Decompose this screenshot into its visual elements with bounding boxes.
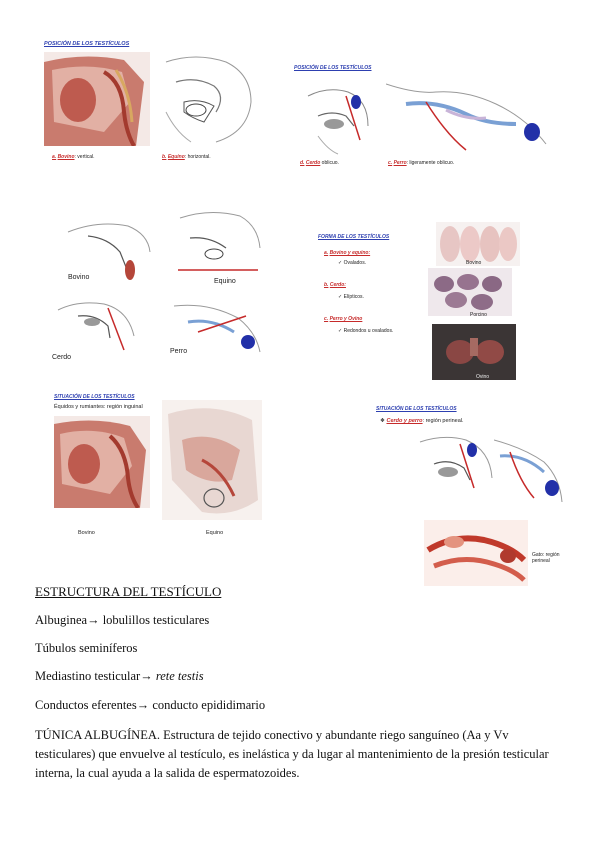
label-bovino: Bovino: [78, 530, 95, 536]
label-perro: Perro: [170, 348, 188, 355]
cat-perineal-illustration: [424, 520, 528, 586]
pig-sketch: [57, 302, 135, 351]
equine-inguinal-illustration: [162, 400, 262, 520]
pig-perineal-illustration: [419, 436, 493, 489]
bovine-testes-photo: [436, 222, 520, 266]
porcine-testes-photo: [428, 268, 512, 316]
label-bovino: Bovino: [68, 274, 90, 281]
shape-item-a: a. Bovino y equino:: [324, 250, 371, 256]
photo-label-ovino: Ovino: [476, 374, 490, 380]
dog-perineal-illustration: [494, 439, 563, 503]
slide-title: POSICIÓN DE LOS TESTÍCULOS: [44, 41, 130, 47]
slide-position-2: POSICIÓN DE LOS TESTÍCULOS d. Cerdo obli…: [290, 62, 562, 174]
photo-label-porcino: Porcino: [470, 312, 487, 318]
slide-title: SITUACIÓN DE LOS TESTÍCULOS: [54, 394, 135, 400]
structure-line-3: Mediastino testicular→ rete testis: [35, 669, 204, 683]
caption-bovine: a. Bovino: vertical.: [52, 154, 95, 160]
slide-title: FORMA DE LOS TESTÍCULOS: [318, 234, 390, 240]
caption-pig: d. Cerdo oblicuo.: [300, 160, 339, 166]
shape-detail-b: ✓ Elípticos.: [338, 294, 364, 300]
shape-item-c: c. Perro y Ovino: [324, 316, 363, 322]
slide-subtitle: Équidos y rumiantes: región inguinal: [54, 404, 143, 410]
ovine-testes-photo: [432, 324, 516, 380]
equine-sketch: [178, 212, 261, 271]
dog-sketch: [173, 304, 261, 353]
slide-situation-perineal: SITUACIÓN DE LOS TESTÍCULOS ❖ Cerdo y pe…: [370, 402, 566, 590]
bovine-position-illustration: [44, 52, 150, 146]
photo-label-bovino: Bovino: [466, 260, 482, 266]
structure-line-1: Albuginea→ lobulillos testiculares: [35, 613, 210, 627]
slide-title: POSICIÓN DE LOS TESTÍCULOS: [294, 65, 372, 71]
equine-position-illustration: [165, 56, 252, 143]
bovine-sketch: [67, 223, 151, 280]
pig-position-illustration: [307, 89, 369, 155]
structure-line-4: Conductos eferentes→ conducto epididimar…: [35, 698, 266, 712]
slide-species-comparison: Bovino Equino Cerdo Perro: [38, 208, 270, 368]
shape-item-b: b. Cerdo:: [324, 282, 346, 288]
section-heading: ESTRUCTURA DEL TESTÍCULO: [35, 584, 222, 599]
perineal-item: ❖ Cerdo y perro: región perineal.: [380, 418, 464, 424]
caption-equine: b. Equino: horizontal.: [162, 154, 211, 160]
slide-position-1: POSICIÓN DE LOS TESTÍCULOS a. Bovino: ve…: [38, 38, 270, 170]
dog-position-illustration: [386, 83, 547, 151]
slide-testis-shape: FORMA DE LOS TESTÍCULOS a. Bovino y equi…: [312, 220, 522, 382]
caption-dog: c. Perro: ligeramente oblicuo.: [388, 160, 455, 166]
label-equino: Equino: [214, 278, 236, 285]
arrow-icon: →: [136, 698, 150, 712]
structure-line-2: Túbulos seminíferos: [35, 641, 138, 655]
albuginea-paragraph: TÚNICA ALBUGÍNEA. Estructura de tejido c…: [35, 728, 549, 780]
arrow-icon: →: [87, 613, 100, 627]
label-equino: Equino: [206, 530, 224, 536]
arrow-icon: →: [140, 669, 153, 683]
shape-detail-a: ✓ Ovalados.: [338, 260, 367, 266]
shape-detail-c: ✓ Redondos u ovalados.: [338, 328, 394, 334]
bovine-inguinal-illustration: [54, 416, 150, 508]
slide-situation-inguinal: SITUACIÓN DE LOS TESTÍCULOS Équidos y ru…: [50, 392, 268, 544]
slide-title: SITUACIÓN DE LOS TESTÍCULOS: [376, 406, 457, 412]
cat-label: Gato: región perineal: [532, 552, 560, 564]
label-cerdo: Cerdo: [52, 354, 72, 361]
